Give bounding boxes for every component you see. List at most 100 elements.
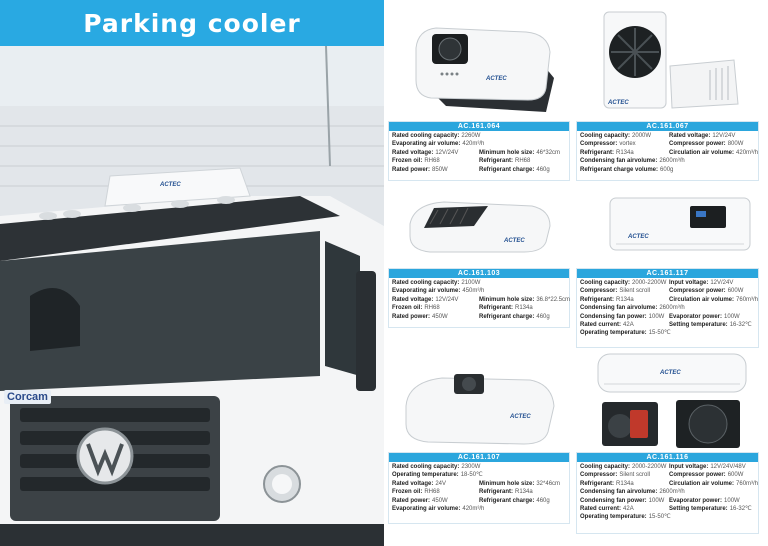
spec-value: RH68 [424, 489, 440, 496]
spec-value: 450m³/h [462, 288, 485, 295]
spec-value: 460g [536, 497, 550, 504]
spec-value: 18-50℃ [460, 472, 483, 479]
spec-key: Compressor: [580, 472, 618, 479]
spec-item: Compressor power:600W [669, 471, 743, 480]
spec-item: Refrigerant:R134a [580, 296, 634, 305]
spec-key: Rated cooling capacity: [392, 133, 460, 139]
spec-value: Silent scroll [619, 472, 651, 479]
spec-value: 2260W [461, 133, 481, 139]
spec-item: Setting temperature:16-32℃ [669, 505, 752, 514]
spec-key: Rated power: [392, 313, 431, 320]
spec-value: 42A [623, 322, 634, 328]
product-image-103: ACTEC [409, 201, 551, 253]
spec-value: 800W [727, 141, 744, 148]
spec-value: 16-32℃ [729, 322, 752, 328]
spec-value: 450W [432, 497, 448, 504]
cab-ac-logo: ACTEC [159, 182, 181, 188]
brand-logo: ACTEC [659, 370, 681, 376]
spec-item: Circulation air volume:760m³/h [669, 296, 758, 305]
spec-value: 760m³/h [736, 480, 759, 487]
spec-item: Rated voltage:12V/24V [392, 296, 458, 305]
spec-item: Evaporating air volume:420m³/h [392, 505, 484, 514]
spec-item: Minimum hole size:36.8*22.5cm [479, 296, 570, 305]
product-image-117: ACTEC [609, 197, 751, 251]
spec-item: Refrigerant:R134a [580, 149, 634, 158]
spec-key: Evaporating air volume: [392, 506, 461, 512]
spec-key: Rated cooling capacity: [392, 280, 460, 286]
spec-key: Condensing fan airvolume: [580, 158, 658, 165]
brand-logo: ACTEC [607, 100, 629, 106]
spec-item: Rated cooling capacity:2260W [392, 132, 480, 141]
spec-item: Condensing fan airvolume:2600m³/h [580, 304, 685, 313]
spec-key: Condensing fan airvolume: [580, 489, 658, 496]
spec-key: Frozen oil: [392, 305, 423, 312]
spec-key: Operating temperature: [580, 330, 647, 337]
spec-key: Refrigerant charge: [479, 313, 535, 320]
spec-value: 2600m³/h [659, 305, 685, 312]
brand-logo: ACTEC [627, 234, 649, 240]
spec-value: 12V/24V [435, 149, 459, 156]
model-label: AC.161.067 [577, 122, 758, 131]
spec-key: Setting temperature: [669, 506, 728, 512]
spec-key: Minimum hole size: [479, 480, 535, 487]
spec-key: Compressor power: [669, 288, 726, 295]
spec-item: Input voltage:12V/24V [669, 279, 733, 288]
spec-value: 450W [432, 313, 448, 320]
spec-item: Condensing fan airvolume:2600m³/h [580, 488, 685, 497]
spec-key: Condensing fan power: [580, 313, 647, 320]
spec-key: Evaporator power: [669, 497, 723, 504]
spec-item: Cooling capacity:2000W [580, 132, 651, 141]
model-label: AC.161.116 [577, 453, 758, 462]
product-image-116: ACTEC [597, 353, 747, 448]
spec-item: Rated voltage:12V/24V [669, 132, 735, 141]
spec-value: R134a [616, 149, 634, 156]
spec-item: Circulation air volume:760m³/h [669, 480, 758, 489]
spec-key: Rated voltage: [392, 149, 434, 156]
spec-item: Input voltage:12V/24V/48V [669, 463, 746, 472]
truck-badge: Corcam [4, 390, 51, 404]
spec-item: Rated power:450W [392, 497, 448, 506]
spec-item: Refrigerant:R134a [479, 488, 533, 497]
page-title: Parking cooler [83, 8, 301, 38]
spec-key: Compressor power: [669, 141, 726, 148]
spec-value: 100W [724, 497, 740, 504]
spec-item: Evaporating air volume:450m³/h [392, 287, 484, 296]
spec-value: RH68 [515, 158, 531, 165]
spec-item: Evaporator power:100W [669, 497, 740, 506]
spec-item: Cooling capacity:2000-2200W [580, 463, 666, 472]
model-label: AC.161.117 [577, 269, 758, 278]
spec-key: Rated voltage: [669, 133, 711, 139]
spec-value: Silent scroll [619, 288, 651, 295]
spec-item: Rated power:450W [392, 313, 448, 322]
spec-item: Compressor:vortex [580, 140, 636, 149]
spec-item: Condensing fan power:100W [580, 497, 664, 506]
spec-value: 2000-2200W [632, 280, 667, 286]
spec-value: R134a [515, 489, 533, 496]
spec-item: Rated current:42A [580, 321, 634, 330]
brand-logo: ACTEC [503, 238, 525, 244]
spec-key: Rated current: [580, 506, 622, 512]
product-image-067: ACTEC [603, 11, 739, 109]
spec-item: Compressor power:600W [669, 287, 743, 296]
spec-value: 12V/24V/48V [710, 464, 746, 470]
spec-key: Circulation air volume: [669, 149, 735, 156]
spec-key: Rated cooling capacity: [392, 464, 460, 470]
spec-item: Rated power:850W [392, 166, 448, 175]
spec-key: Minimum hole size: [479, 149, 535, 156]
spec-item: Operating temperature:15-50℃ [580, 329, 671, 338]
spec-key: Input voltage: [669, 464, 709, 470]
model-label: AC.161.103 [389, 269, 569, 278]
model-label: AC.161.107 [389, 453, 569, 462]
spec-value: 100W [648, 313, 665, 320]
spec-value: 36.8*22.5cm [536, 296, 571, 303]
spec-key: Compressor power: [669, 472, 726, 479]
spec-key: Refrigerant: [580, 149, 615, 156]
brand-logo: ACTEC [485, 76, 507, 82]
spec-item: Rated voltage:12V/24V [392, 149, 458, 158]
spec-value: RH68 [424, 305, 440, 312]
spec-item: Rated cooling capacity:2100W [392, 279, 480, 288]
spec-value: 420m³/h [462, 141, 485, 148]
spec-value: 460g [536, 166, 550, 173]
